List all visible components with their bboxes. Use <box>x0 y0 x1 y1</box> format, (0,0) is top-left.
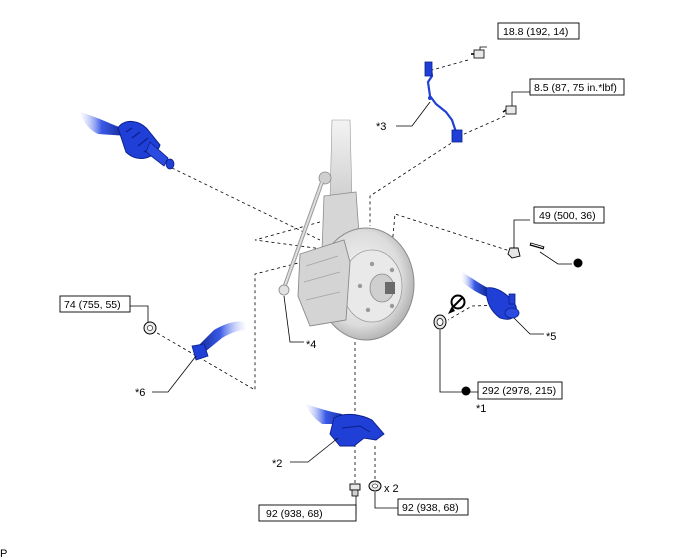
torque-axle-text: 292 (2978, 215) <box>482 385 556 397</box>
torque-box-arm-bolt: 92 (938, 68) <box>258 504 357 522</box>
torque-box-sensor: 18.8 (192, 14) <box>497 22 580 40</box>
no-reuse-marker <box>448 294 466 314</box>
callout-1: *1 <box>476 403 486 415</box>
cotter-pin <box>529 242 572 265</box>
callout-4: *4 <box>306 339 316 351</box>
bracket-bolt <box>502 105 517 115</box>
stabilizer-bar <box>191 321 246 361</box>
callout-3: *3 <box>376 121 386 133</box>
speed-sensor-assembly <box>424 61 463 143</box>
corner-marker: P <box>0 548 7 560</box>
filled-circle-icon <box>573 258 583 268</box>
tie-rod-nut <box>507 247 521 259</box>
torque-box-stabilizer: 74 (755, 55) <box>59 295 131 313</box>
filled-circle-icon <box>461 386 471 396</box>
quantity-label: x 2 <box>384 483 399 495</box>
torque-box-arm-nut: 92 (938, 68) <box>397 498 469 516</box>
callout-5: *5 <box>546 331 556 343</box>
torque-arm-bolt-text: 92 (938, 68) <box>266 508 323 520</box>
torque-stabilizer-text: 74 (755, 55) <box>64 299 121 311</box>
torque-box-tie-rod: 49 (500, 36) <box>533 206 605 224</box>
stabilizer-link <box>278 181 324 296</box>
arm-bolt <box>349 483 361 497</box>
axle-nut <box>433 314 447 330</box>
arm-nut <box>368 480 382 492</box>
lower-arm <box>306 404 385 447</box>
replace-marker-icons <box>461 258 583 396</box>
torque-box-bracket: 8.5 (87, 75 in.*lbf) <box>529 78 625 96</box>
torque-sensor-text: 18.8 (192, 14) <box>503 26 568 38</box>
callout-6: *6 <box>135 387 145 399</box>
torque-bracket-text: 8.5 (87, 75 in.*lbf) <box>534 82 617 94</box>
steering-knuckle-disc <box>297 227 415 341</box>
torque-box-axle: 292 (2978, 215) <box>477 381 563 400</box>
torque-arm-nut-text: 92 (938, 68) <box>402 502 459 514</box>
tie-rod-end <box>462 272 520 320</box>
callout-2: *2 <box>272 458 282 470</box>
stabilizer-nut <box>143 321 157 335</box>
callout-leaders <box>125 46 544 514</box>
sensor-bolt <box>471 49 485 59</box>
drive-shaft <box>80 112 175 170</box>
torque-tie-rod-text: 49 (500, 36) <box>539 210 596 222</box>
